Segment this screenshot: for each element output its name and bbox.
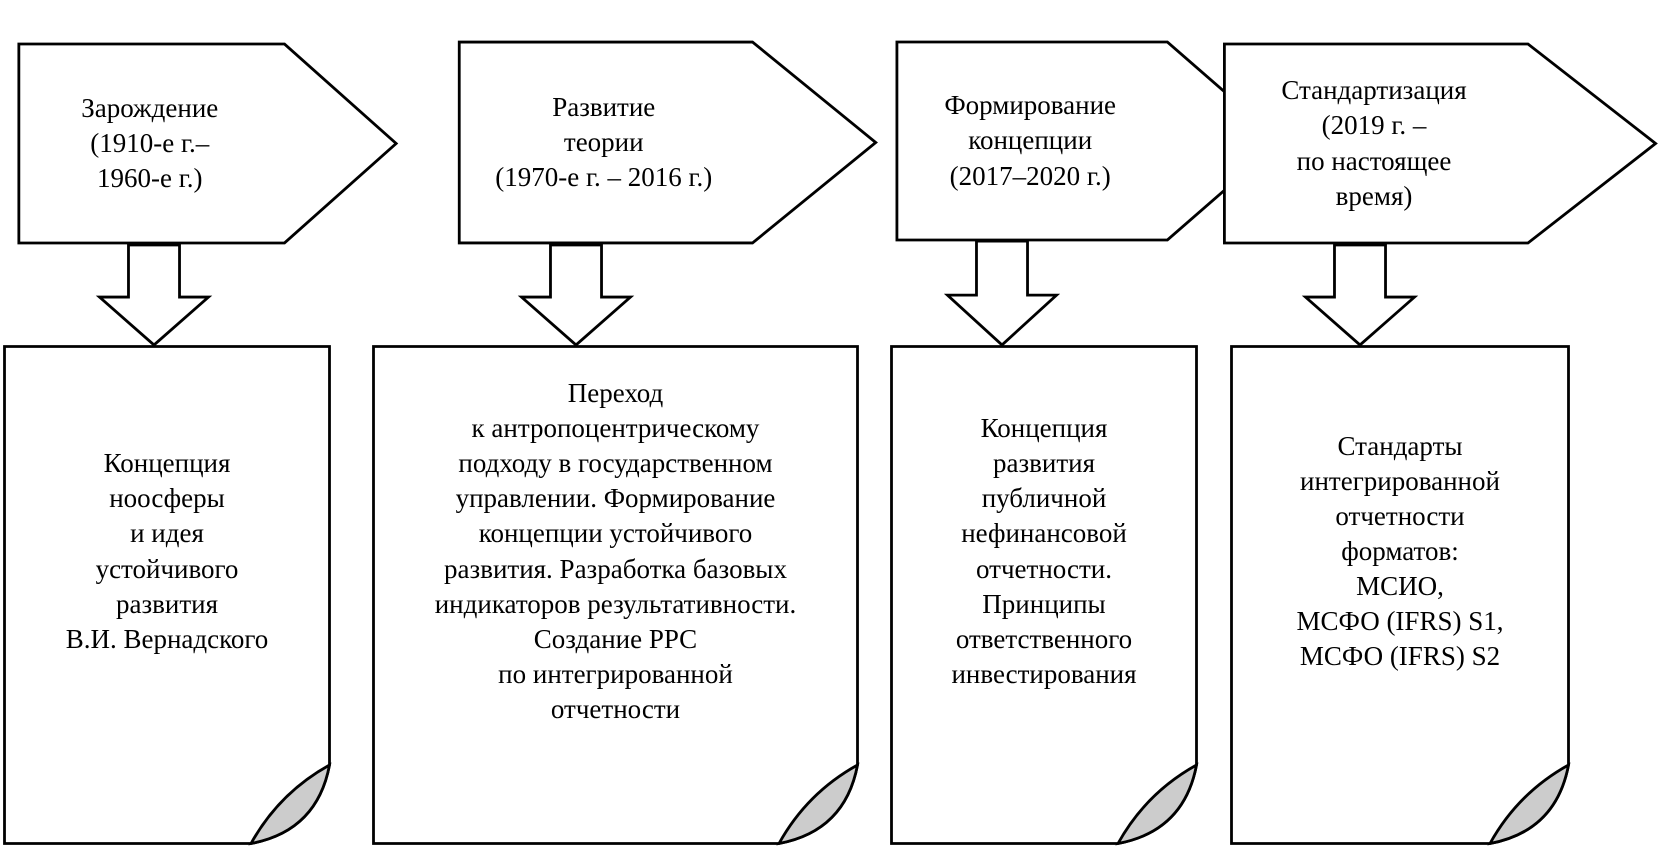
- down-arrow-icon: [96, 244, 212, 346]
- stage-1-document-shape: Концепция ноосферы и идея устойчивого ра…: [3, 345, 331, 845]
- stage-3-connector: [944, 240, 1060, 346]
- page-corner-fold: [251, 765, 330, 844]
- curled-page-icon: [1230, 345, 1570, 845]
- down-arrow-outline: [1305, 245, 1414, 345]
- stage-4-period-shape: Стандартизация (2019 г. – по настоящее в…: [1220, 42, 1660, 245]
- page-corner-fold: [1490, 765, 1569, 844]
- stage-1-description: Концепция ноосферы и идея устойчивого ра…: [65, 448, 269, 654]
- pentagon-outline: [19, 44, 396, 243]
- stage-4-period-label: Стандартизация (2019 г. – по настоящее в…: [1281, 75, 1467, 211]
- down-arrow-outline: [99, 245, 208, 345]
- stage-3-description: Концепция развития публичной нефинансово…: [951, 413, 1137, 689]
- stage-4-connector: [1302, 244, 1418, 346]
- curled-page-icon: [3, 345, 331, 845]
- curled-page-icon: [890, 345, 1198, 845]
- stage-3-document-shape: Концепция развития публичной нефинансово…: [890, 345, 1198, 845]
- curled-page-icon: [372, 345, 859, 845]
- pentagon-arrow-right-icon: [455, 40, 880, 245]
- pentagon-outline: [459, 42, 876, 243]
- stage-2-period-label: Развитие теории (1970-е г. – 2016 г.): [495, 91, 713, 193]
- stage-1-connector: [96, 244, 212, 346]
- stage-2-period-shape: Развитие теории (1970-е г. – 2016 г.): [455, 40, 880, 245]
- stage-2-connector: [518, 244, 634, 346]
- pentagon-arrow-right-icon: [15, 42, 400, 245]
- down-arrow-icon: [944, 240, 1060, 346]
- down-arrow-outline: [947, 241, 1056, 345]
- down-arrow-outline: [521, 245, 630, 345]
- stage-2-document-shape: Переход к антропоцентрическому подходу в…: [372, 345, 859, 845]
- stage-1-period-shape: Зарождение (1910-е г.– 1960-е г.): [15, 42, 400, 245]
- down-arrow-icon: [518, 244, 634, 346]
- stage-3-period-label: Формирование концепции (2017–2020 г.): [944, 90, 1117, 191]
- stage-4-description: Стандарты интегрированной отчетности фор…: [1296, 430, 1504, 672]
- pentagon-outline: [1224, 44, 1655, 243]
- page-corner-fold: [779, 765, 858, 844]
- stage-1-period-label: Зарождение (1910-е г.– 1960-е г.): [81, 92, 219, 194]
- down-arrow-icon: [1302, 244, 1418, 346]
- stage-4-document-shape: Стандарты интегрированной отчетности фор…: [1230, 345, 1570, 845]
- stage-2-description: Переход к антропоцентрическому подходу в…: [434, 378, 797, 724]
- pentagon-arrow-right-icon: [1220, 42, 1660, 245]
- page-corner-fold: [1118, 765, 1197, 844]
